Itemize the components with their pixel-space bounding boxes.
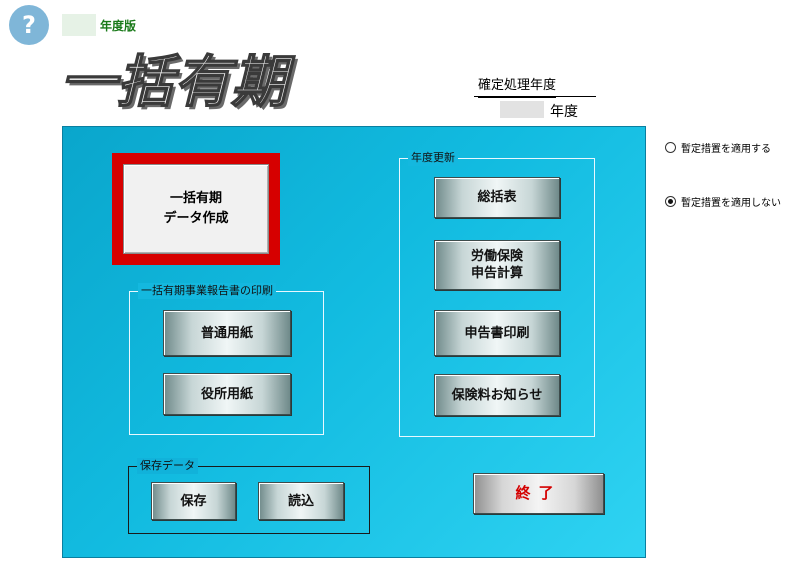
year-edition-label: 年度版 bbox=[100, 19, 137, 33]
app-title: 一括有期 bbox=[59, 48, 288, 116]
office-paper-button[interactable]: 役所用紙 bbox=[163, 373, 291, 415]
fixed-year-divider bbox=[474, 96, 596, 97]
print-report-group-title: 一括有期事業報告書の印刷 bbox=[138, 283, 276, 299]
labor-insurance-calc-button[interactable]: 労働保険 申告計算 bbox=[434, 240, 560, 290]
apply-provisional-radio[interactable] bbox=[665, 142, 676, 153]
plain-paper-button[interactable]: 普通用紙 bbox=[163, 310, 291, 356]
insurance-notice-button[interactable]: 保険料お知らせ bbox=[434, 374, 560, 416]
exit-button[interactable]: 終了 bbox=[473, 473, 604, 514]
radio-selected-dot bbox=[668, 199, 673, 204]
create-data-highlight: 一括有期 データ作成 bbox=[112, 153, 280, 265]
main-panel: 一括有期 データ作成 一括有期事業報告書の印刷 普通用紙 役所用紙 年度更新 総… bbox=[62, 126, 646, 558]
year-value-field bbox=[62, 14, 96, 36]
year-update-group: 年度更新 総括表 労働保険 申告計算 申告書印刷 保険料お知らせ bbox=[399, 150, 595, 437]
fixed-year-label: 確定処理年度 bbox=[478, 74, 557, 98]
apply-provisional-label: 暫定措置を適用する bbox=[681, 144, 771, 155]
not-apply-provisional-radio[interactable] bbox=[665, 196, 676, 207]
not-apply-provisional-label: 暫定措置を適用しない bbox=[681, 198, 781, 209]
create-data-button[interactable]: 一括有期 データ作成 bbox=[123, 164, 269, 254]
apply-provisional-option[interactable]: 暫定措置を適用する bbox=[665, 140, 771, 155]
fixed-year-value bbox=[500, 101, 544, 118]
help-icon: ? bbox=[22, 11, 36, 39]
print-report-group: 一括有期事業報告書の印刷 普通用紙 役所用紙 bbox=[129, 283, 324, 435]
summary-button[interactable]: 総括表 bbox=[434, 177, 560, 218]
help-button[interactable]: ? bbox=[9, 5, 49, 45]
not-apply-provisional-option[interactable]: 暫定措置を適用しない bbox=[665, 194, 781, 209]
year-update-group-title: 年度更新 bbox=[408, 150, 458, 166]
declaration-print-button[interactable]: 申告書印刷 bbox=[434, 310, 560, 356]
save-data-group-title: 保存データ bbox=[137, 458, 198, 474]
save-button[interactable]: 保存 bbox=[151, 482, 236, 520]
fixed-year-suffix: 年度 bbox=[550, 104, 578, 120]
save-data-group: 保存データ 保存 読込 bbox=[128, 458, 370, 534]
load-button[interactable]: 読込 bbox=[258, 482, 344, 520]
